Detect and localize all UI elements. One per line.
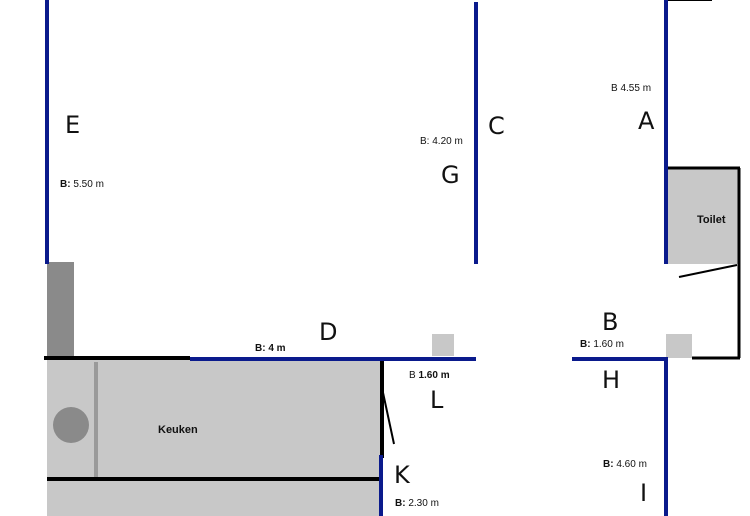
room-label-toilet: Toilet xyxy=(697,214,726,226)
walls-measured xyxy=(45,0,668,516)
dimension-e: B: 5.50 m xyxy=(60,180,104,190)
keuken-fixture-column xyxy=(47,262,74,358)
dimension-a-prefix: B xyxy=(611,83,618,94)
dimension-g-prefix: B: xyxy=(420,136,430,147)
dimension-b: B: 1.60 m xyxy=(580,340,624,350)
dimension-d-value: 4 m xyxy=(268,343,286,354)
wall-label-l: L xyxy=(430,386,444,414)
room-label-keuken: Keuken xyxy=(158,424,198,436)
toilet-area xyxy=(668,168,738,264)
dimension-e-prefix: B: xyxy=(60,179,71,190)
door-swing-toilet xyxy=(678,264,738,278)
wall-label-c: C xyxy=(488,112,505,140)
keuken-area xyxy=(47,360,381,516)
dimension-l-value: 1.60 m xyxy=(418,370,450,381)
wall-label-i: I xyxy=(640,479,648,507)
dimension-i-prefix: B: xyxy=(603,459,614,470)
small-fixture-l xyxy=(432,334,454,356)
dimension-b-value: 1.60 m xyxy=(593,339,624,350)
dimension-k-value: 2.30 m xyxy=(408,498,439,509)
walls-black xyxy=(44,0,741,481)
stove-circle xyxy=(53,407,89,443)
wall-label-k: K xyxy=(394,461,410,489)
wall-label-g: G xyxy=(441,161,460,189)
dimension-i: B: 4.60 m xyxy=(603,460,647,470)
dimension-e-value: 5.50 m xyxy=(73,179,104,190)
wall-label-e: E xyxy=(65,111,81,139)
wall-label-a: A xyxy=(638,107,655,135)
dimension-g-value: 4.20 m xyxy=(432,136,463,147)
dimension-a-value: 4.55 m xyxy=(620,83,652,94)
dimension-d-prefix: B: xyxy=(255,343,266,354)
dimension-l-prefix: B xyxy=(409,370,416,381)
keuken-inner-divider xyxy=(94,362,98,478)
dimension-g: B: 4.20 m xyxy=(420,137,463,147)
small-fixture-b xyxy=(666,334,692,358)
wall-label-b: B xyxy=(602,308,619,336)
door-swing-kitchen xyxy=(381,387,395,445)
dimension-k: B: 2.30 m xyxy=(395,499,439,509)
dimension-d: B: 4 m xyxy=(255,344,286,354)
wall-label-d: D xyxy=(319,318,338,346)
dimension-l: B 1.60 m xyxy=(409,371,450,381)
dimension-i-value: 4.60 m xyxy=(616,459,647,470)
wall-label-h: H xyxy=(602,366,621,394)
dimension-b-prefix: B: xyxy=(580,339,591,350)
dimension-k-prefix: B: xyxy=(395,498,406,509)
dimension-a: B 4.55 m xyxy=(611,84,651,94)
